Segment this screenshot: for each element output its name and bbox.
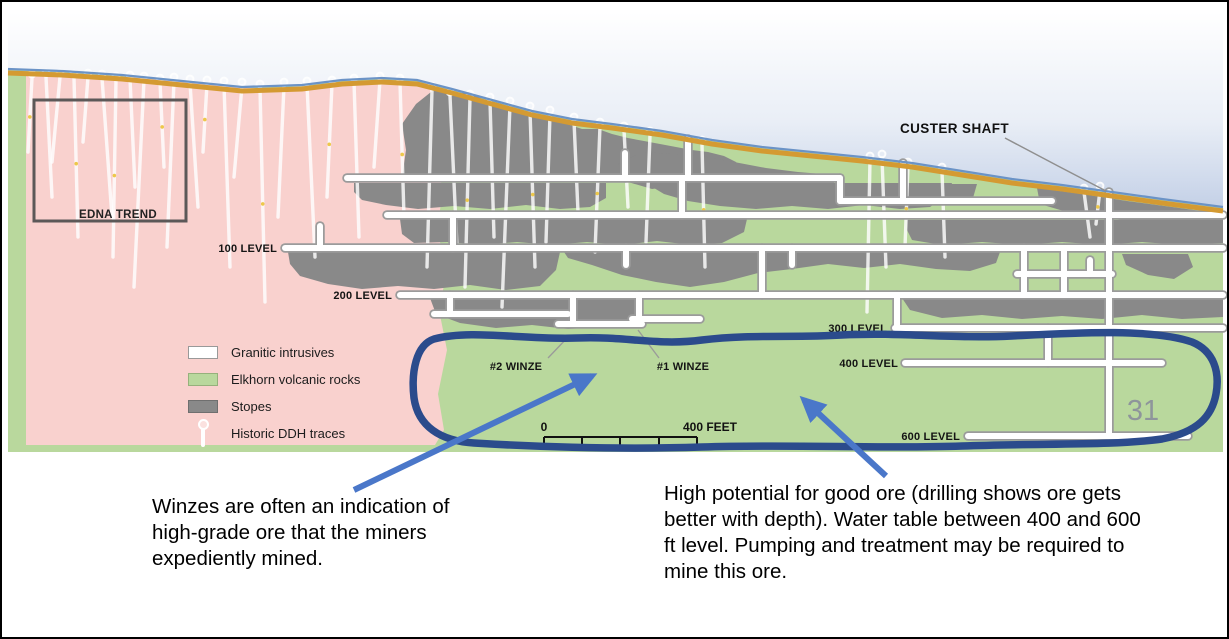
stope-shape [1122, 254, 1193, 279]
callout-arrows [352, 373, 889, 493]
ddh-collar [237, 77, 247, 87]
ddh-collar [545, 105, 555, 115]
ddh-trace [111, 78, 118, 259]
ddh-collar [877, 149, 887, 159]
legend-label: Elkhorn volcanic rocks [231, 372, 361, 387]
legend-label: Granitic intrusives [231, 345, 335, 360]
ddh-trace [188, 81, 200, 209]
assay-intercept-dot [530, 192, 535, 197]
assay-intercept-dot [74, 161, 78, 166]
ddh-trace [463, 96, 472, 289]
ddh-trace [232, 84, 244, 179]
level-600-label: 600 LEVEL [901, 431, 960, 443]
assay-intercept-dot [327, 142, 332, 147]
granitic-intrusive-region [26, 72, 447, 445]
scale-zero-label: 0 [541, 420, 548, 434]
ddh-trace [132, 78, 146, 289]
ddh-trace [258, 86, 267, 304]
ddh-trace [81, 75, 90, 144]
ddh-trace [158, 80, 166, 169]
assay-intercept-dot [595, 191, 600, 196]
ddh-collar [219, 76, 229, 86]
assay-intercept-dot [28, 115, 32, 119]
ddh-trace [276, 84, 286, 219]
assay-intercept-dot [112, 173, 117, 178]
assay-intercept-dot [904, 206, 909, 211]
winze-note-arrow [352, 373, 598, 493]
assay-intercept-dot [465, 198, 470, 202]
stopes-swatch [188, 400, 218, 413]
winze-1-label: #1 WINZE [657, 361, 709, 373]
ddh-trace [528, 108, 537, 269]
map-legend: Granitic intrusives Elkhorn volcanic roc… [188, 339, 360, 447]
ddh-trace [372, 78, 382, 169]
legend-item-volcanic: Elkhorn volcanic rocks [188, 366, 360, 393]
stope-shape [400, 219, 747, 245]
surface-profile [7, 67, 1224, 214]
winze-note: Winzes are often an indication of high-g… [152, 495, 450, 570]
ddh-trace [398, 80, 406, 219]
edna-trend-box: EDNA TREND [32, 98, 188, 223]
scale-end-label: 400 FEET [683, 420, 738, 434]
stope-shape [907, 220, 1223, 245]
claim-number: 31 [1127, 395, 1159, 427]
edna-trend-label: EDNA TREND [79, 209, 157, 221]
granitic-swatch [188, 346, 218, 359]
ddh-trace [165, 79, 176, 249]
assay-intercept-dot [1096, 205, 1100, 209]
stope-shape [902, 298, 1223, 319]
ddh-trace [325, 82, 334, 199]
ddh-trace [644, 133, 652, 244]
ddh-trace [352, 80, 361, 239]
ddh-trace [500, 103, 512, 309]
ore-zone-highlight-loop [409, 328, 1221, 452]
ore-note-arrow [799, 395, 889, 479]
ddh-trace [593, 124, 602, 254]
assay-intercept-dot [203, 117, 207, 122]
tunnels [280, 134, 1227, 441]
ddh-trace [72, 76, 80, 239]
custer-shaft-leader-line [1004, 137, 1107, 192]
ddh-trace [222, 83, 232, 269]
ddh-trace-icon [188, 419, 218, 447]
ddh-trace [26, 76, 34, 154]
stope-shape [564, 252, 1000, 287]
legend-item-stopes: Stopes [188, 393, 360, 420]
assay-intercept-dot [400, 152, 405, 157]
ddh-collar [525, 101, 535, 111]
legend-label: Stopes [231, 399, 272, 414]
ddh-trace [128, 77, 137, 189]
assay-intercept-dot [160, 125, 164, 129]
ore-note: High potential for good ore (drilling sh… [664, 482, 1141, 583]
legend-item-granitic: Granitic intrusives [188, 339, 360, 366]
volcanic-swatch [188, 373, 218, 386]
scale-bar: 0 400 FEET [541, 420, 738, 445]
ddh-trace [572, 119, 580, 214]
custer-shaft-label: CUSTER SHAFT [900, 121, 1009, 136]
stope-shape [288, 252, 560, 290]
stope-shape [354, 183, 606, 209]
level-400-label: 400 LEVEL [839, 358, 898, 370]
ddh-trace [50, 75, 62, 164]
ddh-trace [44, 75, 54, 199]
level-200-label: 200 LEVEL [333, 290, 392, 302]
assay-intercept-dot [260, 202, 265, 206]
winze-2-label: #2 WINZE [490, 361, 542, 373]
legend-label: Historic DDH traces [231, 426, 346, 441]
ddh-trace [865, 158, 872, 314]
map-labels: CUSTER SHAFT 100 LEVEL 200 LEVEL 300 LEV… [218, 121, 1159, 443]
legend-item-ddh: Historic DDH traces [188, 419, 360, 447]
level-100-label: 100 LEVEL [218, 243, 277, 255]
ddh-trace [305, 83, 317, 259]
